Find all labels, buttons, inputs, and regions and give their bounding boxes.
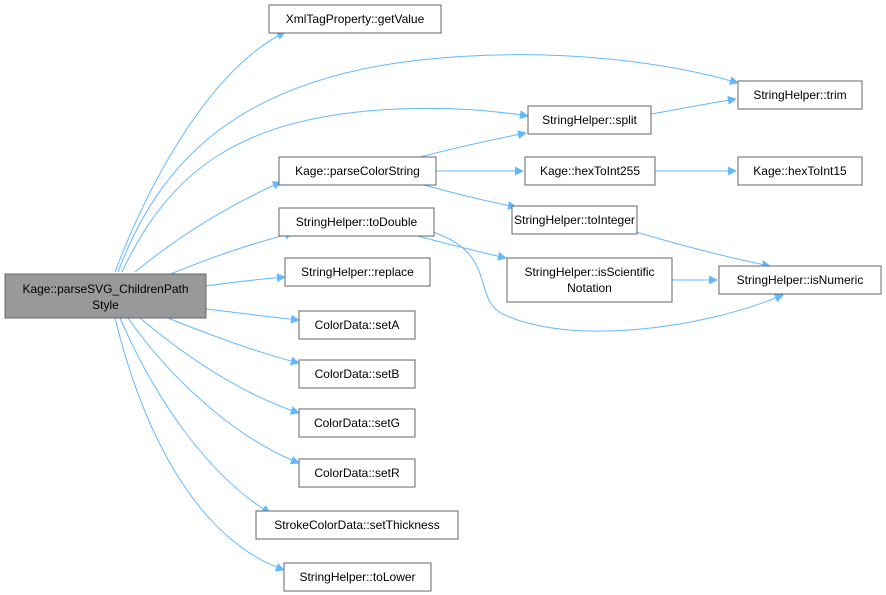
node-label: ColorData::setG [314,416,400,430]
edge-root-to-getvalue [114,31,286,273]
node-root[interactable]: Kage::parseSVG_ChildrenPath Style [4,273,207,319]
node-label: XmlTagProperty::getValue [286,12,425,26]
edge-root-to-setthickness [119,317,271,514]
edge-todouble-to-isscientific [409,233,507,261]
node-stringhelper-isnumeric[interactable]: StringHelper::isNumeric [718,265,882,295]
edge-root-to-setr [127,317,300,465]
edge-todouble-to-isnumeric [432,231,784,332]
node-root-label-line2: Style [92,298,119,312]
edges [114,31,784,572]
node-label: StringHelper::split [542,113,637,127]
node-label-line2: Notation [567,281,612,295]
node-xmltagproperty-getvalue[interactable]: XmlTagProperty::getValue [268,4,442,34]
node-label-line1: StringHelper::isScientific [524,265,654,279]
node-label: StringHelper::toDouble [296,215,418,229]
node-stringhelper-split[interactable]: StringHelper::split [527,105,652,135]
nodes: Kage::parseSVG_ChildrenPath Style XmlTag… [4,4,882,592]
node-label: StringHelper::replace [301,265,414,279]
node-strokecolordata-setthickness[interactable]: StrokeColorData::setThickness [255,510,459,540]
node-label: StringHelper::isNumeric [737,273,864,287]
node-colordata-seta[interactable]: ColorData::setA [298,310,416,340]
edge-root-to-replace [205,273,286,287]
node-colordata-setb[interactable]: ColorData::setB [298,359,416,389]
node-root-label-line1: Kage::parseSVG_ChildrenPath [22,282,188,296]
node-label: StringHelper::toInteger [514,213,635,227]
node-label: Kage::hexToInt15 [753,164,847,178]
node-label: ColorData::setB [315,367,400,381]
edge-parsecolorstring-to-tointeger [419,183,517,210]
node-label: Kage::hexToInt255 [540,164,640,178]
node-stringhelper-replace[interactable]: StringHelper::replace [284,257,431,287]
node-label: ColorData::setR [314,466,400,480]
edge-root-to-trim [117,54,739,273]
node-kage-parsecolorstring[interactable]: Kage::parseColorString [278,156,437,186]
edge-split-to-trim [650,95,737,115]
node-label: StringHelper::trim [753,88,846,102]
node-label: ColorData::setA [315,318,400,332]
node-stringhelper-tointeger[interactable]: StringHelper::toInteger [511,205,638,235]
node-stringhelper-todouble[interactable]: StringHelper::toDouble [278,207,435,237]
node-stringhelper-isscientificnotation[interactable]: StringHelper::isScientific Notation [506,257,673,303]
node-label: StringHelper::toLower [299,570,415,584]
node-kage-hextoint15[interactable]: Kage::hexToInt15 [737,156,863,186]
node-stringhelper-tolower[interactable]: StringHelper::toLower [283,562,432,592]
node-kage-hextoint255[interactable]: Kage::hexToInt255 [524,156,656,186]
node-label: Kage::parseColorString [295,164,420,178]
node-stringhelper-trim[interactable]: StringHelper::trim [737,80,863,110]
edge-root-to-tolower [114,317,285,572]
edge-root-to-setb [167,317,300,366]
edge-tointeger-to-isnumeric [635,231,771,269]
edge-root-to-split [121,107,529,273]
node-label: StrokeColorData::setThickness [274,518,439,532]
edge-root-to-todouble [167,230,294,276]
edge-parsecolorstring-to-split [419,130,527,158]
edge-root-to-setg [139,317,300,415]
node-colordata-setr[interactable]: ColorData::setR [298,458,416,488]
edge-root-to-seta [205,308,300,324]
node-colordata-setg[interactable]: ColorData::setG [298,408,416,438]
edge-root-to-parsecolorstring [134,181,282,273]
